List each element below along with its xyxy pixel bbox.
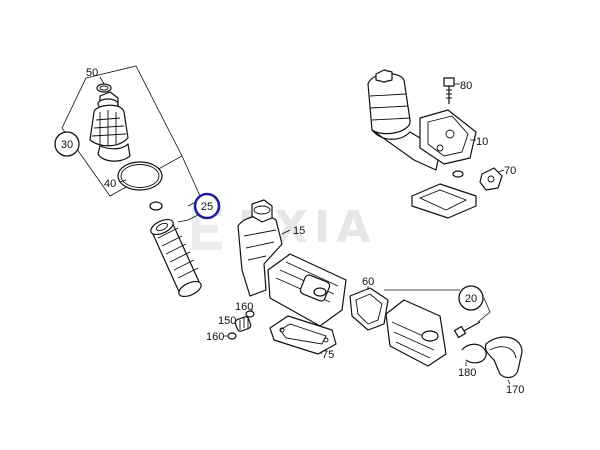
mounting-bolt	[453, 321, 481, 339]
part-180-clamp	[461, 343, 487, 366]
part-70-cover	[411, 167, 505, 219]
label-80: 80	[460, 80, 472, 92]
callout-30-label: 30	[61, 139, 73, 151]
label-170: 170	[506, 384, 524, 396]
callout-25-highlighted[interactable]: 25	[193, 192, 221, 220]
part-10-housing-module	[367, 69, 477, 171]
label-75: 75	[322, 349, 334, 361]
part-150-fitting	[224, 308, 255, 340]
filter-element	[150, 218, 202, 298]
small-ring	[149, 201, 163, 211]
callout-25-label: 25	[201, 201, 213, 213]
part-15-filter-housing	[237, 199, 291, 297]
callout-20-label: 20	[465, 293, 477, 305]
label-50: 50	[86, 67, 98, 79]
callout-20-leader	[384, 289, 491, 323]
label-15: 15	[293, 225, 305, 237]
label-60: 60	[362, 276, 374, 288]
part-80-bolt	[443, 77, 460, 104]
part-60-gasket	[349, 286, 389, 331]
part-40-seal-ring	[117, 161, 163, 191]
callout-30[interactable]: 30	[54, 131, 80, 157]
label-10: 10	[476, 136, 488, 148]
part-75-gasket	[269, 315, 337, 355]
callout-20[interactable]: 20	[458, 285, 484, 311]
label-40: 40	[104, 178, 116, 190]
part-50-o-ring	[96, 76, 112, 93]
label-160-bottom: 160	[206, 331, 224, 343]
oil-cooler-right	[385, 299, 447, 367]
label-160-top: 160	[235, 301, 253, 313]
group-30-leader	[181, 155, 201, 197]
label-70: 70	[504, 165, 516, 177]
label-180: 180	[458, 367, 476, 379]
label-150: 150	[218, 315, 236, 327]
part-170-hose	[484, 336, 523, 385]
oil-cooler-left	[267, 253, 347, 327]
